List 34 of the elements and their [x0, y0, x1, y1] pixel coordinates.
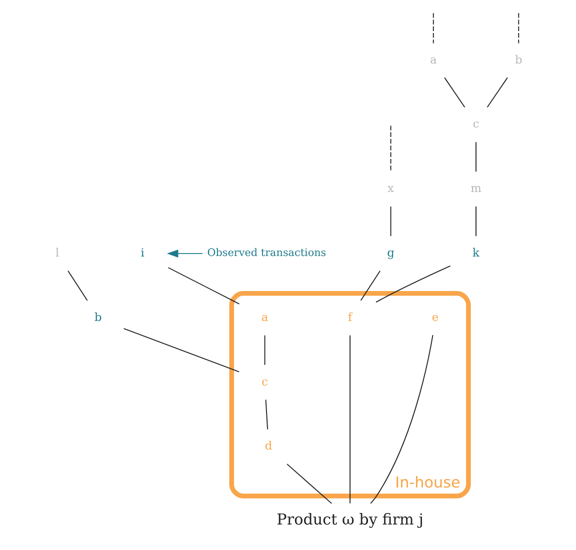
node-text: i — [140, 245, 144, 260]
connector — [123, 328, 240, 372]
node-text: Product ω by firm j — [276, 510, 424, 528]
connector — [518, 12, 520, 44]
connector — [265, 399, 268, 430]
node-text: l — [56, 245, 60, 260]
connector — [432, 12, 434, 44]
connector — [360, 270, 381, 301]
node-text: a — [261, 310, 268, 324]
connector — [370, 334, 434, 504]
connector — [444, 77, 466, 108]
connector — [286, 464, 332, 504]
connector — [68, 270, 88, 301]
connector — [486, 77, 508, 108]
connector — [390, 125, 392, 172]
node-text: c — [262, 374, 268, 388]
node-text: k — [472, 245, 480, 260]
node-text: b — [94, 310, 102, 324]
node-text: Observed transactions — [207, 247, 326, 260]
connector — [376, 265, 451, 303]
node-text: a — [430, 52, 437, 66]
node-text: e — [432, 310, 439, 324]
node-text: c — [472, 116, 480, 131]
node-text: f — [348, 310, 352, 324]
node-text: x — [388, 181, 394, 196]
node-text: m — [470, 181, 482, 196]
node-text: b — [514, 52, 522, 66]
connector — [264, 334, 266, 366]
node-text: d — [264, 438, 272, 453]
connector — [350, 334, 351, 504]
arrow — [166, 250, 203, 258]
node-text: g — [387, 245, 394, 260]
connector — [390, 206, 392, 237]
connector — [168, 267, 240, 304]
